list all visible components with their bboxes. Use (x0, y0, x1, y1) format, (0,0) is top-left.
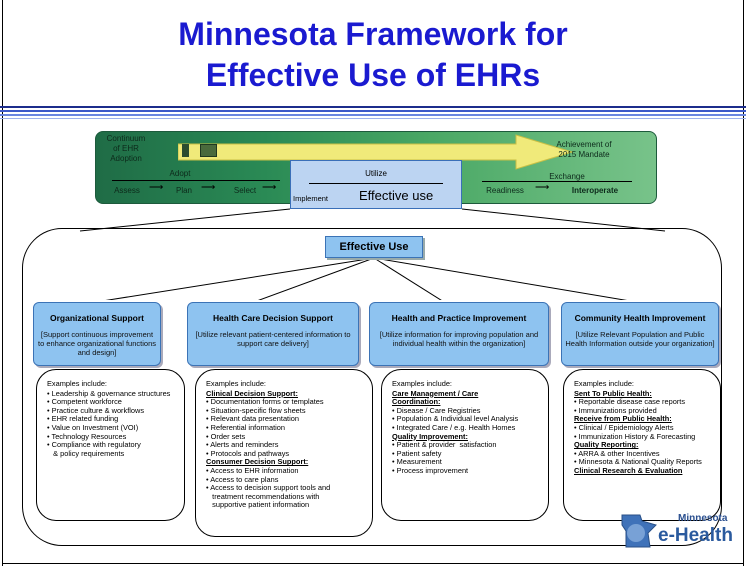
example-item: treatment recommendations with (206, 491, 320, 501)
examples-heading: Examples include: (574, 379, 634, 388)
example-item: • Situation-specific flow sheets (206, 405, 306, 415)
select-label: Select (233, 186, 257, 195)
example-item: • Minnesota & National Quality Reports (574, 457, 702, 467)
readiness-label: Readiness (486, 186, 524, 195)
examples-organizational-support: Examples include:• Leadership & governan… (36, 369, 185, 521)
example-item: • Order sets (206, 431, 246, 441)
adopt-underline (112, 180, 280, 181)
category-title: Organizational Support (50, 313, 144, 323)
example-item: • Alerts and reminders (206, 440, 279, 450)
example-item: • Access to care plans (206, 474, 279, 484)
minnesota-ehealth-logo: Minnesota e-Health (618, 507, 742, 555)
examples-heading: Examples include: (47, 379, 107, 388)
example-section-heading: Clinical Decision Support: (206, 388, 298, 398)
effective-use-label: Effective use (359, 188, 434, 203)
example-item: • Practice culture & workflows (47, 405, 145, 415)
category-organizational-support: Organizational Support [Support continuo… (33, 302, 161, 366)
example-item: supportive patient information (206, 500, 310, 510)
example-item: • Relevant data presentation (206, 414, 299, 424)
example-item: • Population & Individual level Analysis (392, 414, 519, 424)
continuum-arrow (178, 134, 573, 170)
plan-label: Plan (175, 186, 192, 195)
continuum-step-block-2 (200, 144, 217, 157)
example-item: • Compliance with regulatory (47, 440, 141, 450)
examples-community-health-improvement: Examples include:Sent To Public Health:•… (563, 369, 721, 521)
exchange-label: Exchange (549, 172, 585, 181)
exchange-underline (482, 181, 632, 182)
examples-heading: Examples include: (392, 379, 452, 388)
arrow-right-icon: ⟶ (262, 182, 277, 193)
examples-heading: Examples include: (206, 379, 266, 388)
example-item: & policy requirements (47, 448, 125, 458)
continuum-left-label: Continuum of EHR Adoption (106, 134, 146, 163)
funnel-lines (79, 208, 666, 300)
category-health-practice-improvement: Health and Practice Improvement [Utilize… (369, 302, 549, 366)
slide-title: Minnesota Framework for Effective Use of… (0, 14, 746, 96)
example-item: • EHR related funding (47, 414, 119, 424)
example-item: • Disease / Care Registries (392, 405, 481, 415)
example-item: • Patient & provider satisfaction (392, 440, 497, 450)
category-subtitle: [Utilize Relevant Population and Public … (565, 330, 715, 348)
utilize-box: Utilize Implement Effective use (290, 160, 462, 209)
utilize-label: Utilize (365, 169, 387, 178)
example-section-heading: Quality Improvement: (392, 431, 468, 441)
example-section-heading: Clinical Research & Evaluation (574, 465, 683, 475)
implement-label: Implement (293, 194, 329, 203)
title-line-1: Minnesota Framework for (178, 16, 568, 52)
arrow-right-icon: ⟶ (201, 182, 216, 193)
example-item: • Documentation forms or templates (206, 397, 324, 407)
assess-label: Assess (114, 186, 140, 195)
category-subtitle: [Support continuous improvement to enhan… (37, 330, 156, 357)
slide-frame-bottom (2, 563, 744, 564)
example-item: • Leadership & governance structures (47, 388, 171, 398)
continuum-step-block-1 (182, 144, 189, 157)
example-item: • Process improvement (392, 465, 469, 475)
example-item: • Referential information (206, 422, 285, 432)
example-section-heading: Quality Reporting: (574, 440, 639, 450)
example-item: • Immunizations provided (574, 405, 657, 415)
category-subtitle: [Utilize information for improving popul… (379, 330, 539, 348)
example-item: • ARRA & other Incentives (574, 448, 660, 458)
category-community-health-improvement: Community Health Improvement [Utilize Re… (561, 302, 719, 366)
slide-frame-right (743, 0, 744, 566)
example-section-heading: Care Management / Care (392, 388, 479, 398)
example-section-heading: Coordination: (392, 397, 441, 407)
example-item: • Immunization History & Forecasting (574, 431, 696, 441)
example-item: • Patient safety (392, 448, 442, 458)
minnesota-map-icon (621, 514, 657, 548)
continuum-right-label: Achievement of 2015 Mandate (556, 140, 612, 159)
logo-text-minnesota: Minnesota (678, 513, 728, 524)
effective-use-root: Effective Use (325, 236, 423, 258)
interoperate-label: Interoperate (571, 186, 619, 195)
example-section-heading: Sent To Public Health: (574, 388, 652, 398)
example-item: • Measurement (392, 457, 442, 467)
slide-frame-left (2, 0, 3, 566)
category-title: Health and Practice Improvement (391, 313, 527, 323)
example-item: • Competent workforce (47, 397, 122, 407)
example-section-heading: Consumer Decision Support: (206, 457, 309, 467)
example-item: • Protocols and pathways (206, 448, 290, 458)
example-item: • Access to decision support tools and (206, 483, 331, 493)
example-section-heading: Receive from Public Health: (574, 414, 672, 424)
example-item: • Value on Investment (VOI) (47, 422, 139, 432)
example-item: • Technology Resources (47, 431, 127, 441)
adopt-label: Adopt (169, 169, 191, 178)
title-line-2: Effective Use of EHRs (205, 57, 541, 93)
examples-health-care-decision-support: Examples include:Clinical Decision Suppo… (195, 369, 373, 537)
category-title: Health Care Decision Support (213, 313, 333, 323)
example-item: • Reportable disease case reports (574, 397, 686, 407)
arrow-right-icon: ⟶ (149, 182, 164, 193)
category-title: Community Health Improvement (574, 313, 706, 323)
example-item: • Clinical / Epidemiology Alerts (574, 422, 674, 432)
arrow-right-icon: ⟶ (535, 182, 550, 193)
logo-text-ehealth: e-Health (658, 525, 733, 546)
category-subtitle: [Utilize relevant patient-centered infor… (195, 330, 351, 348)
category-health-care-decision-support: Health Care Decision Support [Utilize re… (187, 302, 359, 366)
example-item: • Integrated Care / e.g. Health Homes (392, 422, 516, 432)
example-item: • Access to EHR information (206, 465, 299, 475)
